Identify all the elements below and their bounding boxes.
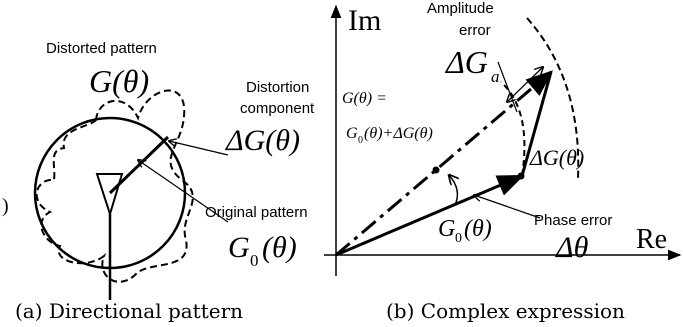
original-pattern-label: Original pattern	[205, 204, 308, 221]
panel-a: ) Distorted pattern G(θ) Distortion comp…	[2, 40, 315, 323]
distorted-pattern-curve	[35, 89, 194, 283]
svg-text:(θ)+ΔG(θ): (θ)+ΔG(θ)	[364, 125, 433, 142]
g-magnitude-arc	[526, 17, 580, 179]
svg-text:0: 0	[455, 231, 462, 246]
distortion-pointer-arrow	[169, 141, 229, 156]
amplitude-error-label-2: error	[459, 22, 491, 39]
caption-b: (b) Complex expression	[386, 299, 625, 323]
svg-text:G: G	[228, 231, 250, 264]
g0-vector	[335, 174, 525, 257]
g0-label: G 0 (θ)	[438, 216, 492, 246]
phase-error-symbol: Δθ	[555, 231, 589, 264]
svg-text:0: 0	[358, 135, 363, 146]
amplitude-error-label-1: Amplitude	[427, 0, 494, 17]
phase-error-pointer	[474, 195, 541, 219]
amplitude-error-arrow	[507, 67, 543, 102]
amplitude-error-tick	[497, 61, 518, 113]
svg-text:(θ): (θ)	[464, 216, 492, 242]
antenna-icon	[95, 173, 124, 218]
sum-equation-line1: G(θ) =	[342, 90, 387, 107]
g-vector	[335, 70, 554, 257]
original-pattern-symbol: G 0 (θ)	[228, 231, 297, 270]
svg-text:ΔG: ΔG	[444, 44, 488, 80]
g0-tip-dot	[517, 172, 525, 180]
im-axis-label: Im	[348, 4, 381, 37]
distorted-pattern-label: Distorted pattern	[46, 40, 157, 57]
delta-g-label: ΔG(θ)	[529, 145, 584, 170]
distorted-pattern-symbol: G(θ)	[89, 63, 149, 99]
amplitude-error-symbol: ΔG a	[444, 44, 500, 86]
distortion-vector	[108, 135, 170, 195]
panel-b: Im Re Amplitude error ΔG a G(θ) = G 0 (θ…	[324, 0, 682, 323]
re-axis-label: Re	[636, 224, 667, 255]
svg-text:(θ): (θ)	[262, 231, 297, 264]
sum-equation-line2: G 0 (θ)+ΔG(θ)	[346, 125, 433, 146]
delta-g-vector	[520, 71, 553, 177]
caption-a: (a) Directional pattern	[15, 299, 243, 323]
original-pointer-arrow	[138, 160, 229, 223]
svg-text:G: G	[438, 216, 455, 242]
phase-error-label: Phase error	[534, 212, 612, 229]
svg-text:G: G	[346, 125, 358, 142]
svg-text:a: a	[491, 67, 500, 86]
distortion-component-label-1: Distortion	[246, 79, 309, 96]
stray-mark: )	[2, 195, 9, 217]
distortion-symbol: ΔG(θ)	[225, 124, 300, 157]
svg-text:0: 0	[250, 251, 259, 270]
g-vector-dot	[432, 166, 440, 174]
distortion-component-label-2: component	[240, 100, 315, 117]
phase-angle-arc	[449, 175, 457, 206]
